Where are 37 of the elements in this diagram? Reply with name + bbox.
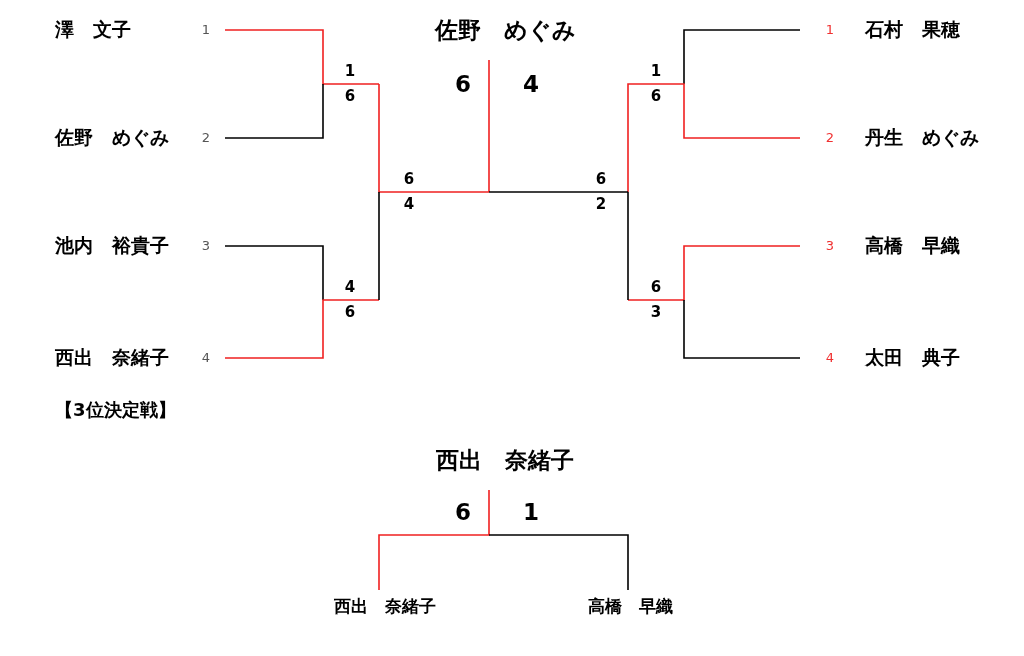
score: 4 bbox=[344, 279, 356, 297]
seed-number: 2 bbox=[825, 130, 835, 146]
final-score: 4 bbox=[523, 70, 539, 98]
winner-name: 西出 奈緒子 bbox=[436, 446, 574, 474]
player-name: 池内 裕貴子 bbox=[55, 235, 169, 257]
seed-number: 1 bbox=[825, 22, 835, 38]
score: 1 bbox=[344, 63, 356, 81]
player-name: 石村 果穂 bbox=[865, 19, 960, 41]
score: 1 bbox=[650, 63, 662, 81]
score: 6 bbox=[344, 304, 356, 322]
score: 6 bbox=[344, 88, 356, 106]
player-name: 西出 奈緒子 bbox=[334, 597, 436, 617]
score: 3 bbox=[650, 304, 662, 322]
player-name: 高橋 早織 bbox=[587, 597, 673, 617]
player-name: 佐野 めぐみ bbox=[55, 127, 169, 149]
final-score: 6 bbox=[455, 498, 471, 526]
score: 2 bbox=[595, 196, 607, 214]
player-name: 西出 奈緒子 bbox=[55, 347, 169, 369]
score: 6 bbox=[595, 171, 607, 189]
seed-number: 4 bbox=[825, 350, 835, 366]
champion-name: 佐野 めぐみ bbox=[434, 16, 576, 44]
score: 4 bbox=[403, 196, 415, 214]
player-name: 太田 典子 bbox=[865, 347, 960, 369]
seed-number: 1 bbox=[201, 22, 211, 38]
final-score: 6 bbox=[455, 70, 471, 98]
seed-number: 2 bbox=[201, 130, 211, 146]
final-score: 1 bbox=[523, 498, 539, 526]
score: 6 bbox=[650, 88, 662, 106]
seed-number: 3 bbox=[825, 238, 835, 254]
score: 6 bbox=[403, 171, 415, 189]
player-name: 高橋 早織 bbox=[865, 235, 960, 257]
score: 6 bbox=[650, 279, 662, 297]
seed-number: 4 bbox=[201, 350, 211, 366]
player-name: 澤 文子 bbox=[55, 19, 131, 41]
section-heading: 【3位決定戦】 bbox=[55, 399, 176, 421]
player-name: 丹生 めぐみ bbox=[865, 127, 979, 149]
seed-number: 3 bbox=[201, 238, 211, 254]
